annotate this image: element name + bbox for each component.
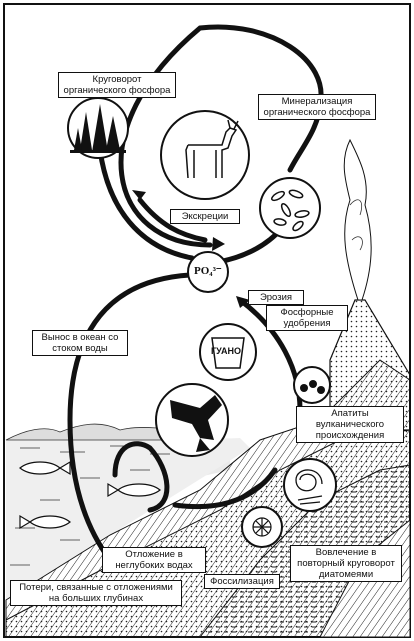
organic-cycle-label: Круговорот органического фосфора: [58, 72, 176, 98]
fertilizers-label: Фосфорные удобрения: [266, 305, 348, 331]
volcano: [329, 138, 411, 431]
erosion-label: Эрозия: [248, 290, 304, 305]
recycling-label: Вовлечение в повторный круговорот диатом…: [290, 545, 402, 582]
mineralization-label: Минерализация органического фосфора: [258, 94, 376, 120]
phosphate-ion-label: PO₄³⁻: [194, 265, 222, 277]
runoff-label: Вынос в океан со стоком воды: [32, 330, 128, 356]
deer-circle: [160, 110, 250, 200]
fish-icon: [19, 460, 161, 530]
deep-losses-label: Потери, связанные с отложениями на больш…: [10, 580, 182, 606]
trees-icon: [70, 104, 126, 153]
apatite-rocks-icon: [300, 380, 325, 394]
bird-icon: [170, 395, 222, 452]
po4-circle: [187, 251, 229, 293]
diatom-icon: [252, 517, 272, 537]
fossil-circle: [283, 458, 337, 512]
shallow-deposits-label: Отложение в неглубоких водах: [102, 547, 206, 573]
bacteria-circle: [259, 177, 321, 239]
deer-icon: [185, 119, 239, 179]
fossilization-label: Фоссилизация: [204, 574, 280, 589]
guano-bag-icon: [211, 337, 245, 369]
bacteria-icon: [271, 189, 310, 232]
fossil-icon: [295, 469, 323, 505]
guano-label: ГУАНО: [211, 346, 242, 356]
sea: [5, 423, 250, 600]
excretion-label: Экскреции: [170, 209, 240, 224]
volcanic-apatites-label: Апатиты вулканического происхождения: [296, 406, 404, 443]
